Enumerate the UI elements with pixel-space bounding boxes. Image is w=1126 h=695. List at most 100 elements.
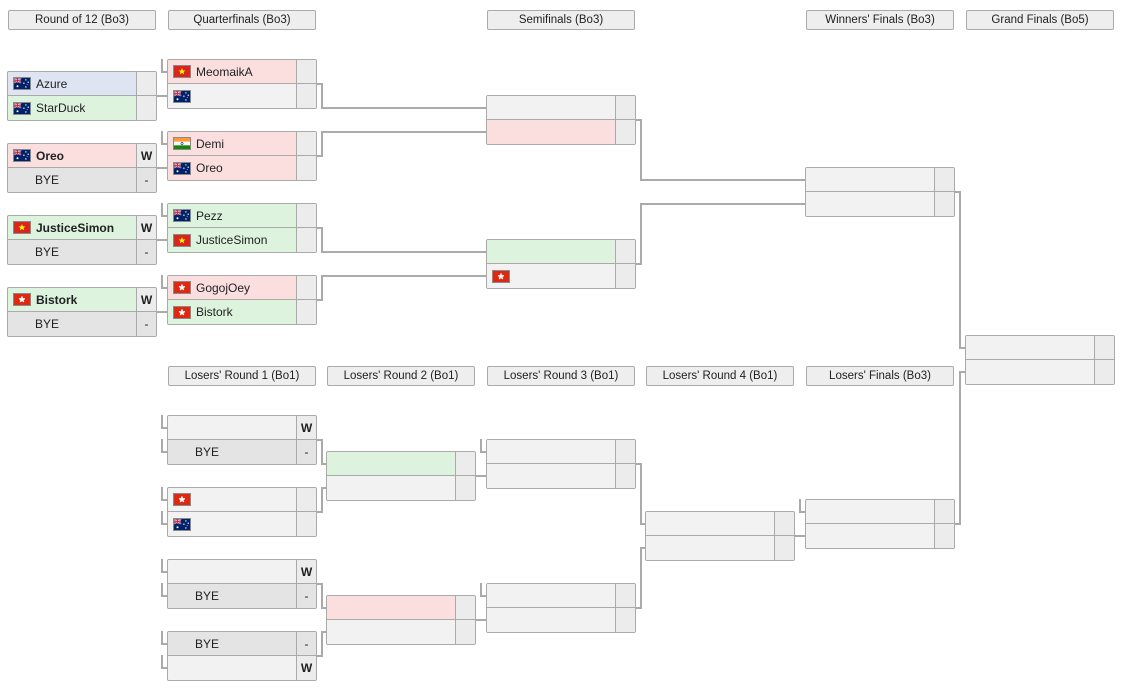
player-slot[interactable] — [168, 488, 316, 512]
player-name-cell — [168, 560, 296, 583]
score-cell: - — [136, 240, 156, 264]
player-name: BYE — [195, 589, 220, 603]
player-slot[interactable] — [487, 264, 635, 288]
player-name-cell — [966, 360, 1094, 384]
player-name-cell: BYE — [168, 632, 296, 655]
player-slot[interactable]: StarDuck — [8, 96, 156, 120]
score-cell — [615, 608, 635, 632]
player-slot[interactable]: Oreo — [168, 156, 316, 180]
player-name-cell: Oreo — [168, 156, 296, 180]
player-slot — [327, 476, 475, 500]
match-lf — [805, 499, 955, 549]
player-name-cell — [646, 536, 774, 560]
player-name-cell: JusticeSimon — [168, 228, 296, 252]
match-lr4 — [645, 511, 795, 561]
flag-au-icon — [13, 101, 31, 115]
player-slot[interactable] — [168, 84, 316, 108]
player-slot — [806, 500, 954, 524]
player-name-cell: Bistork — [168, 300, 296, 324]
player-slot[interactable]: JusticeSimon — [168, 228, 316, 252]
player-name-cell: BYE — [168, 584, 296, 608]
score-cell — [774, 512, 794, 535]
player-name-cell: MeomaikA — [168, 60, 296, 83]
player-name-cell — [966, 336, 1094, 359]
score-cell: W — [296, 656, 316, 680]
player-name: Pezz — [196, 208, 223, 223]
player-name-cell: BYE — [168, 440, 296, 464]
player-name-cell: BYE — [8, 240, 136, 264]
player-slot[interactable]: GogojOey — [168, 276, 316, 300]
match-lr3m1 — [486, 439, 636, 489]
score-cell — [774, 536, 794, 560]
player-name: MeomaikA — [196, 64, 253, 79]
player-slot[interactable] — [168, 512, 316, 536]
player-name: Bistork — [196, 305, 233, 319]
player-name-cell — [806, 500, 934, 523]
player-slot: BYE- — [168, 584, 316, 608]
player-slot — [487, 608, 635, 632]
match-lr1m2 — [167, 487, 317, 537]
score-cell — [296, 228, 316, 252]
flag-hk-icon — [173, 281, 191, 294]
score-cell — [615, 240, 635, 263]
flag-au-icon — [173, 517, 191, 531]
round-header-grand-finals-bo5: Grand Finals (Bo5) — [966, 10, 1114, 30]
player-name-cell — [806, 192, 934, 216]
player-slot[interactable]: Demi — [168, 132, 316, 156]
flag-vn-icon — [173, 65, 191, 78]
flag-au-icon — [173, 161, 191, 175]
player-slot — [646, 512, 794, 536]
flag-vn-icon — [13, 221, 31, 234]
player-name-cell — [327, 620, 455, 644]
flag-vn-icon — [173, 233, 191, 247]
score-cell — [296, 204, 316, 227]
match-sf1 — [486, 95, 636, 145]
player-name: Demi — [196, 136, 225, 151]
match-sf2 — [486, 239, 636, 289]
player-slot — [487, 464, 635, 488]
player-slot[interactable]: Bistork — [168, 300, 316, 324]
player-slot[interactable]: MeomaikA — [168, 60, 316, 84]
player-name: BYE — [35, 245, 60, 259]
player-name: StarDuck — [36, 101, 86, 115]
player-slot — [487, 120, 635, 144]
round-header-winners-finals-bo3: Winners' Finals (Bo3) — [806, 10, 954, 30]
player-name-cell — [487, 584, 615, 607]
player-slot — [966, 336, 1114, 360]
player-slot[interactable]: Azure — [8, 72, 156, 96]
player-slot — [806, 524, 954, 548]
player-name: Oreo — [196, 161, 223, 175]
score-cell — [296, 300, 316, 324]
player-name-cell: GogojOey — [168, 276, 296, 299]
score-cell: - — [296, 440, 316, 464]
player-name-cell — [487, 264, 615, 288]
player-name-cell — [487, 240, 615, 263]
player-slot — [327, 452, 475, 476]
round-header-round-of-12-bo3: Round of 12 (Bo3) — [8, 10, 156, 30]
player-name: JusticeSimon — [36, 220, 115, 235]
player-slot: BYE- — [168, 440, 316, 464]
score-cell — [455, 620, 475, 644]
player-name-cell — [487, 120, 615, 144]
score-cell — [615, 584, 635, 607]
player-name: Azure — [36, 76, 68, 91]
player-name: BYE — [35, 317, 60, 331]
score-cell — [934, 500, 954, 523]
player-slot — [327, 596, 475, 620]
player-name-cell — [327, 596, 455, 619]
score-cell: - — [136, 312, 156, 336]
flag-au-icon — [13, 149, 31, 162]
score-cell — [615, 440, 635, 463]
score-cell — [934, 524, 954, 548]
player-slot[interactable]: Pezz — [168, 204, 316, 228]
round-header-semifinals-bo3: Semifinals (Bo3) — [487, 10, 635, 30]
match-gf — [965, 335, 1115, 385]
flag-in-icon — [173, 137, 191, 150]
